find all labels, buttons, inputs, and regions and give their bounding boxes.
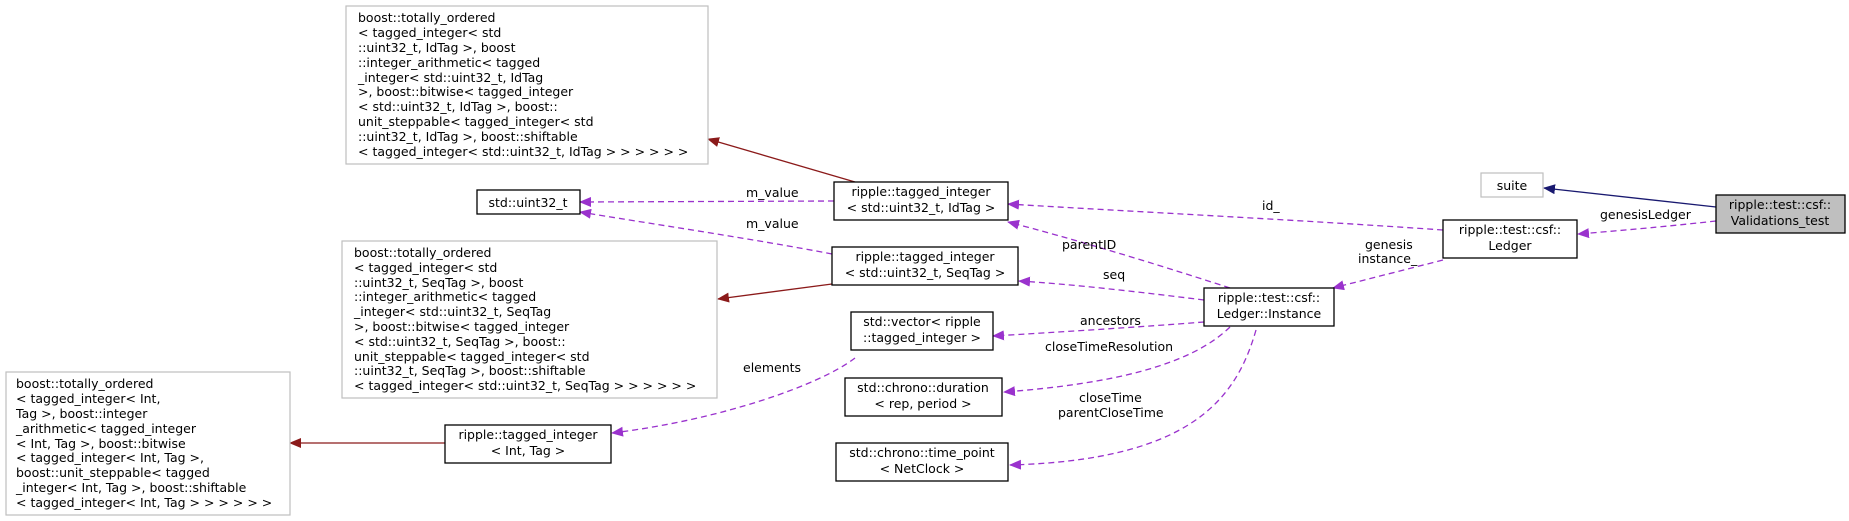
nodes: boost::totally_ordered < tagged_integer<…: [5, 5, 1846, 516]
node-line: >, boost::bitwise< tagged_integer: [354, 319, 570, 334]
node-line: ::integer_arithmetic< tagged: [358, 55, 540, 70]
edge-instance-uses-time-point: [1009, 329, 1257, 470]
node-line: Ledger: [1488, 238, 1532, 253]
edge-tagged-seqtag-uses-uint32: [579, 208, 833, 255]
node-line: Tag >, boost::integer: [15, 406, 148, 421]
node-line: < tagged_integer< std::uint32_t, IdTag >…: [358, 144, 688, 159]
edge-instance-uses-tagged-idtag-parentid: [1007, 219, 1231, 289]
node-line: std::chrono::time_point: [849, 445, 995, 460]
node-line: ::integer_arithmetic< tagged: [354, 289, 536, 304]
edge-label-close-time-resolution: closeTimeResolution: [1045, 339, 1173, 354]
node-line: std::vector< ripple: [863, 314, 981, 329]
node-line: boost::totally_ordered: [16, 376, 153, 391]
node-line: < Int, Tag >, boost::bitwise: [16, 436, 186, 451]
node-line: < tagged_integer< std: [358, 25, 501, 40]
node-line: < tagged_integer< std::uint32_t, SeqTag …: [354, 378, 696, 393]
edge-instance-uses-tagged-seqtag-seq: [1018, 276, 1205, 301]
edge-label-instance: instance_: [1358, 251, 1418, 266]
node-validations-test[interactable]: ripple::test::csf:: Validations_test: [1715, 194, 1846, 234]
edge-tagged-idtag-to-totally-ordered-idtag: [707, 137, 856, 183]
node-line: < std::uint32_t, IdTag >: [847, 200, 996, 215]
node-line: Validations_test: [1731, 213, 1830, 228]
node-line: ripple::test::csf::: [1218, 290, 1320, 305]
node-totally-ordered-seqtag[interactable]: boost::totally_ordered < tagged_integer<…: [341, 240, 718, 399]
node-line: _arithmetic< tagged_integer: [15, 421, 197, 436]
node-line: _integer< Int, Tag >, boost::shiftable: [15, 480, 247, 495]
node-line: boost::totally_ordered: [354, 245, 491, 260]
node-chrono-duration[interactable]: std::chrono::duration < rep, period >: [844, 377, 1003, 417]
node-ledger[interactable]: ripple::test::csf:: Ledger: [1442, 219, 1578, 259]
node-line: suite: [1497, 178, 1528, 193]
node-chrono-time-point[interactable]: std::chrono::time_point < NetClock >: [835, 442, 1009, 482]
edge-instance-uses-duration: [1003, 326, 1231, 397]
edge-vector-uses-tagged-int-elements: [611, 357, 856, 437]
node-line: < rep, period >: [874, 396, 971, 411]
edge-label-m-value-2: m_value: [746, 216, 799, 231]
node-line: ::uint32_t, IdTag >, boost: [358, 40, 516, 55]
node-line: ::tagged_integer >: [863, 330, 981, 345]
node-line: < tagged_integer< Int,: [16, 391, 160, 406]
edge-instance-uses-vector-ancestors: [992, 321, 1205, 341]
node-line: unit_steppable< tagged_integer< std: [354, 349, 590, 364]
node-line: < tagged_integer< std: [354, 260, 497, 275]
node-line: < std::uint32_t, SeqTag >: [845, 265, 1006, 280]
edge-label-ancestors: ancestors: [1080, 313, 1141, 328]
node-line: >, boost::bitwise< tagged_integer: [358, 84, 574, 99]
edge-label-seq: seq: [1103, 267, 1125, 282]
edge-label-genesis: genesis: [1365, 237, 1413, 252]
edge-tagged-seqtag-to-totally-ordered-seqtag: [717, 283, 833, 303]
edge-validations-test-uses-ledger: [1577, 220, 1717, 239]
node-line: ::uint32_t, IdTag >, boost::shiftable: [358, 129, 578, 144]
edge-label-id: id_: [1262, 198, 1280, 213]
node-line: ripple::test::csf::: [1729, 197, 1831, 212]
node-line: ::uint32_t, SeqTag >, boost: [354, 275, 524, 290]
node-vector[interactable]: std::vector< ripple ::tagged_integer >: [850, 311, 994, 351]
edge-validations-test-to-suite: [1543, 184, 1717, 208]
node-line: _integer< std::uint32_t, IdTag: [357, 70, 543, 85]
node-totally-ordered-idtag[interactable]: boost::totally_ordered < tagged_integer<…: [345, 5, 709, 165]
node-tagged-integer-int[interactable]: ripple::tagged_integer < Int, Tag >: [444, 424, 612, 464]
node-line: ripple::tagged_integer: [458, 427, 598, 442]
edge-tagged-idtag-uses-uint32: [579, 196, 835, 207]
node-ledger-instance[interactable]: ripple::test::csf:: Ledger::Instance: [1203, 287, 1335, 327]
edge-label-m-value-1: m_value: [746, 185, 799, 200]
node-uint32[interactable]: std::uint32_t: [476, 189, 581, 215]
node-line: < std::uint32_t, SeqTag >, boost::: [354, 334, 566, 349]
node-tagged-integer-seqtag[interactable]: ripple::tagged_integer < std::uint32_t, …: [831, 246, 1019, 286]
node-line: boost::unit_steppable< tagged: [16, 465, 210, 480]
node-line: _integer< std::uint32_t, SeqTag: [353, 304, 551, 319]
edges: [289, 137, 1717, 470]
node-line: std::chrono::duration: [857, 380, 989, 395]
node-line: < tagged_integer< Int, Tag > > > > > >: [16, 495, 272, 510]
node-totally-ordered-int[interactable]: boost::totally_ordered < tagged_integer<…: [5, 371, 291, 516]
node-line: ::uint32_t, SeqTag >, boost::shiftable: [354, 363, 586, 378]
node-line: < std::uint32_t, IdTag >, boost::: [358, 99, 558, 114]
edge-labels: m_value m_value parentID seq ancestors c…: [743, 185, 1692, 420]
edge-ledger-uses-tagged-idtag-id: [1007, 199, 1444, 231]
node-line: ripple::tagged_integer: [851, 184, 991, 199]
node-line: ripple::test::csf::: [1459, 222, 1561, 237]
edge-label-elements: elements: [743, 360, 801, 375]
node-line: boost::totally_ordered: [358, 10, 495, 25]
node-line: < NetClock >: [880, 461, 965, 476]
edge-ledger-uses-instance: [1332, 259, 1444, 291]
edge-label-parent-close-time: parentCloseTime: [1058, 405, 1164, 420]
edge-label-parent-id: parentID: [1062, 237, 1116, 252]
edge-label-genesis-ledger: genesisLedger: [1600, 207, 1692, 222]
node-line: ripple::tagged_integer: [855, 249, 995, 264]
node-line: unit_steppable< tagged_integer< std: [358, 114, 594, 129]
node-line: < Int, Tag >: [491, 443, 566, 458]
node-suite[interactable]: suite: [1480, 172, 1544, 198]
edge-label-close-time: closeTime: [1079, 390, 1142, 405]
node-tagged-integer-idtag[interactable]: ripple::tagged_integer < std::uint32_t, …: [833, 181, 1009, 221]
node-line: Ledger::Instance: [1217, 306, 1322, 321]
node-line: std::uint32_t: [488, 195, 567, 210]
node-line: < tagged_integer< Int, Tag >,: [16, 450, 204, 465]
